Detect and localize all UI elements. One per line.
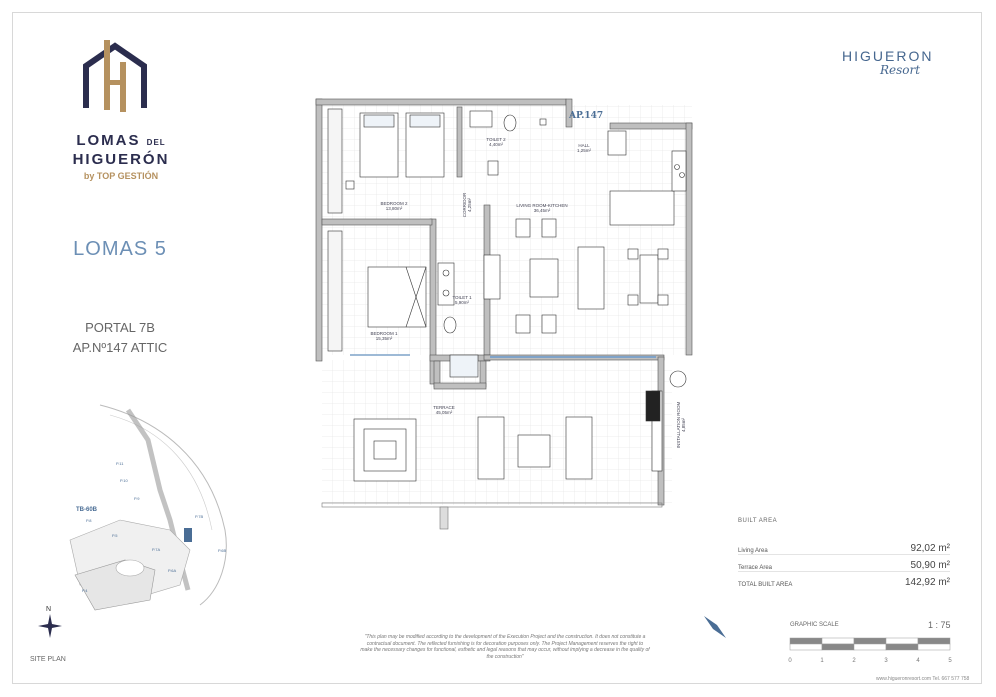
site-portal-label: P.4 bbox=[82, 588, 88, 593]
area-value: 142,92 m² bbox=[904, 577, 950, 588]
area-value: 50,90 m² bbox=[910, 560, 950, 571]
built-area-header: BUILT AREA bbox=[738, 518, 778, 524]
svg-text:TOILET 24,40m²: TOILET 24,40m² bbox=[486, 137, 506, 147]
room-area: 4,40m² bbox=[489, 142, 504, 147]
plan-apartment-label: AP.147 bbox=[569, 111, 604, 121]
page-frame bbox=[12, 12, 982, 684]
disclaimer-text: "This plan may be modified according to … bbox=[360, 634, 650, 660]
room-name: INSTALLATION ROOM bbox=[676, 401, 681, 448]
room-name: HALL bbox=[578, 143, 590, 148]
brand-name: LOMAS DEL HIGUERÓN bbox=[66, 132, 176, 168]
site-portal-label: P.10 bbox=[120, 478, 128, 483]
scale-tick: 2 bbox=[852, 658, 856, 664]
site-portal-label: P.7B bbox=[195, 514, 203, 519]
area-row-living: Living Area 92,02 m² bbox=[738, 538, 950, 555]
area-row-total: TOTAL BUILT AREA 142,92 m² bbox=[738, 572, 950, 588]
site-portal-label: P.8 bbox=[86, 518, 92, 523]
area-value: 92,02 m² bbox=[910, 543, 950, 554]
site-portal-label: P.6B bbox=[218, 548, 226, 553]
area-label: TOTAL BUILT AREA bbox=[738, 582, 793, 588]
site-portal-label: P.6A bbox=[168, 568, 176, 573]
resort-logo-sub: Resort bbox=[880, 63, 921, 77]
building-title: LOMAS 5 bbox=[73, 238, 167, 260]
compass-icon bbox=[38, 614, 62, 638]
room-name: BEDROOM 1 bbox=[370, 331, 398, 336]
room-area: 13,80m² bbox=[386, 206, 403, 211]
site-portal-label: P.7A bbox=[152, 547, 160, 552]
room-name: TOILET 1 bbox=[452, 295, 472, 300]
svg-text:BEDROOM 115,35m²: BEDROOM 115,35m² bbox=[370, 331, 398, 341]
scale-tick: 5 bbox=[948, 658, 952, 664]
room-area: 45,05m² bbox=[436, 410, 453, 415]
room-area: 4,85m² bbox=[681, 418, 686, 433]
area-label: Living Area bbox=[738, 548, 768, 554]
footer-contact: www.higueronresort.com Tel. 667 577 758 bbox=[876, 676, 970, 682]
portal-info: PORTAL 7B AP.Nº147 ATTIC bbox=[50, 318, 190, 358]
compass-rose-icon bbox=[704, 616, 726, 638]
room-name: BEDROOM 2 bbox=[380, 201, 408, 206]
room-name: CORRIDOR bbox=[462, 192, 467, 217]
brand-by: by TOP GESTIÓN bbox=[83, 171, 159, 181]
scale-ratio: 1 : 75 bbox=[928, 620, 951, 630]
room-area: 15,35m² bbox=[376, 336, 393, 341]
room-name: TOILET 2 bbox=[486, 137, 506, 142]
built-area-table: BUILT AREA Living Area 92,02 m² Terrace … bbox=[738, 518, 950, 588]
room-area: 1,25m² bbox=[577, 148, 592, 153]
room-area: 4,25m² bbox=[467, 198, 472, 213]
svg-text:INSTALLATION ROOM4,85m²: INSTALLATION ROOM4,85m² bbox=[676, 401, 686, 448]
area-row-terrace: Terrace Area 50,90 m² bbox=[738, 555, 950, 572]
portal-label: PORTAL 7B bbox=[85, 320, 155, 335]
site-plan-label: SITE PLAN bbox=[30, 656, 66, 663]
site-plan-map: P.11 P.10 P.9 P.8 P.7A P.7B P.6A P.6B P.… bbox=[69, 404, 227, 611]
room-area: 36,45m² bbox=[534, 208, 551, 213]
brand-line1: LOMAS bbox=[76, 132, 141, 149]
site-portal-label: P.11 bbox=[116, 461, 124, 466]
svg-text:CORRIDOR4,25m²: CORRIDOR4,25m² bbox=[462, 192, 472, 217]
graphic-scale-bar: 0 1 2 3 4 5 bbox=[788, 637, 952, 664]
site-block-label: TB-60B bbox=[76, 507, 98, 513]
lomas-logo-icon bbox=[83, 40, 147, 112]
scale-tick: 0 bbox=[788, 658, 792, 664]
site-portal-label: P.5 bbox=[112, 533, 118, 538]
scale-tick: 4 bbox=[916, 658, 920, 664]
svg-text:BEDROOM 213,80m²: BEDROOM 213,80m² bbox=[380, 201, 408, 211]
area-label: Terrace Area bbox=[738, 565, 773, 571]
scale-tick: 3 bbox=[884, 658, 888, 664]
scale-tick: 1 bbox=[820, 658, 824, 664]
site-portal-label: P.9 bbox=[134, 496, 140, 501]
graphic-scale-label: GRAPHIC SCALE bbox=[790, 622, 839, 628]
north-label: N bbox=[46, 606, 52, 613]
svg-text:TOILET 15,90m²: TOILET 15,90m² bbox=[452, 295, 472, 305]
brand-line2: HIGUERÓN bbox=[72, 151, 170, 168]
brand-line1-small: DEL bbox=[146, 138, 166, 147]
room-area: 5,90m² bbox=[455, 300, 470, 305]
resort-logo: HIGUERON bbox=[842, 48, 934, 64]
room-name: TERRACE bbox=[433, 405, 455, 410]
room-name: LIVING ROOM-KITCHEN bbox=[516, 203, 567, 208]
apartment-label: AP.Nº147 ATTIC bbox=[72, 340, 168, 355]
